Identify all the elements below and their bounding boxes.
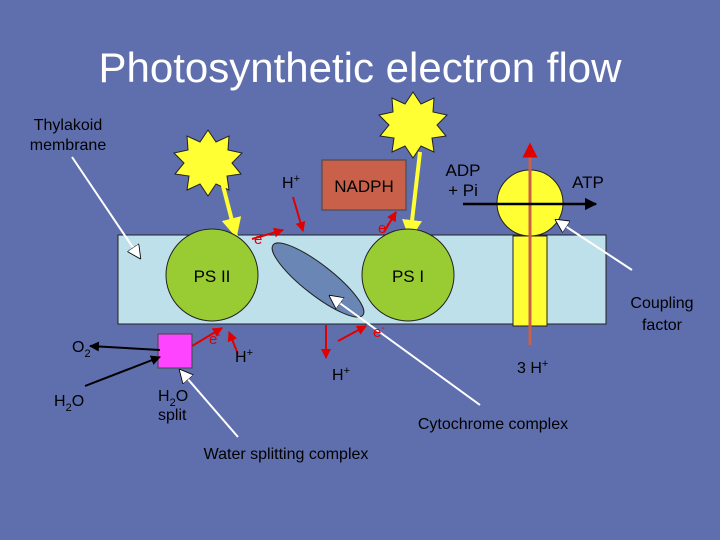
membrane-pointer-arrow [71, 156, 140, 258]
ps1-label: PS I [392, 267, 424, 286]
o2-label: O2 [72, 339, 91, 360]
h2o-arrow [84, 355, 161, 387]
water-splitting-label: Water splitting complex [204, 446, 369, 463]
nadph-label: NADPH [334, 177, 394, 196]
coupling-factor-label-line2: factor [642, 317, 683, 334]
cytochrome-pointer-arrow [330, 296, 481, 406]
light-arrow-ps2 [220, 181, 242, 238]
slide-title: Photosynthetic electron flow [99, 44, 623, 91]
cytochrome-label: Cytochrome complex [418, 416, 568, 433]
thylakoid-label-line1: Thylakoid [34, 117, 102, 134]
electron-arrow-lower-right [337, 325, 367, 342]
ps1-complex [361, 228, 455, 322]
hplus-lower-left-label: H+ [235, 347, 253, 366]
coupling-factor-pointer-arrow [556, 220, 633, 271]
sun-left-icon [172, 129, 244, 197]
light-arrow-ps1 [402, 151, 423, 240]
electron-label-upper-left: e- [254, 230, 266, 248]
adp-label-line1: ADP [446, 161, 481, 180]
electron-arrow-lower-left [191, 327, 223, 347]
o2-arrow [89, 341, 161, 352]
electron-label-lower-right: e- [373, 323, 385, 341]
sun-right-icon [377, 91, 449, 159]
split-label: split [158, 407, 187, 424]
nadph-box [321, 159, 407, 211]
hplus-lower-mid-label: H+ [332, 365, 350, 384]
electron-label-lower-left: e- [209, 330, 221, 348]
electron-arrow-upper-right [383, 211, 397, 233]
electron-arrow-upper-left [251, 227, 284, 240]
hplus-top-arrow [292, 196, 306, 232]
electron-label-upper-right: e- [378, 219, 390, 237]
three-h-label: 3 H+ [517, 358, 548, 377]
ps2-complex [165, 228, 259, 322]
hplus-lower-left-arrow [227, 331, 239, 355]
water-splitting-pointer-arrow [180, 370, 239, 438]
h2o-split-label: H2O [158, 388, 188, 409]
thylakoid-label-line2: membrane [30, 137, 107, 154]
atp-label: ATP [572, 173, 604, 192]
h2o-left-label: H2O [54, 393, 84, 414]
hplus-top-label: H+ [282, 173, 300, 192]
ps2-label: PS II [194, 267, 231, 286]
water-splitting-box [157, 333, 193, 369]
coupling-factor-label-line1: Coupling [630, 295, 693, 312]
adp-label-line2: + Pi [448, 181, 478, 200]
